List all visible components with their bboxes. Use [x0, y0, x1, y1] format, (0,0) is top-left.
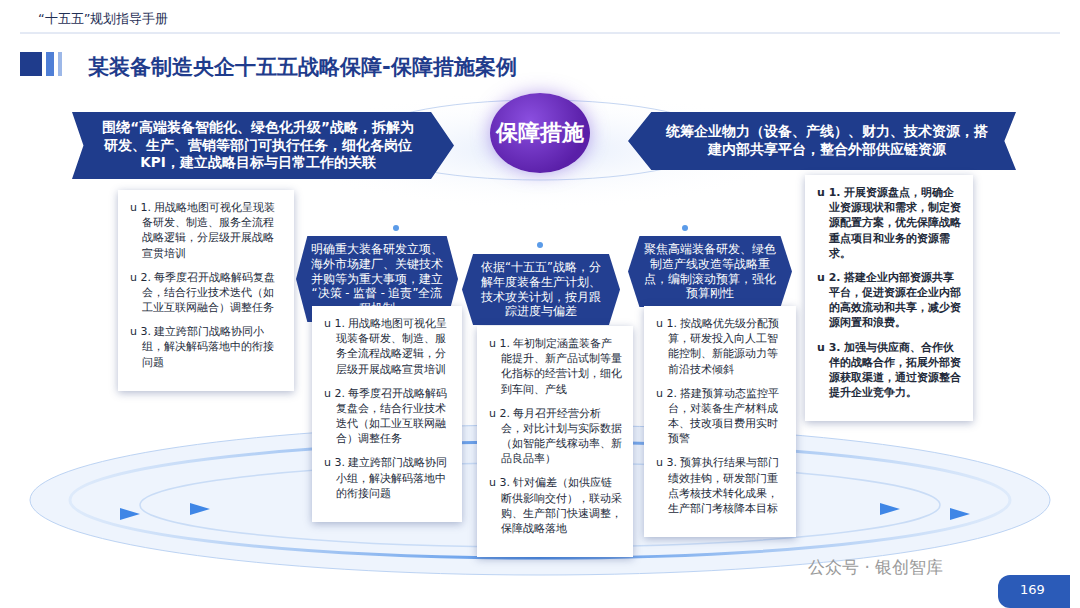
measure-card: u 1. 用战略地图可视化呈现装备研发、制造、服务全流程战略逻辑，分层级开展战略… — [312, 306, 462, 522]
bullet-item: u 1. 年初制定涵盖装备产能提升、新产品试制等量化指标的经营计划，细化到车间、… — [489, 336, 623, 397]
ring-arrow — [880, 503, 900, 515]
center-ellipse: 保障措施 — [490, 93, 590, 173]
bullet-item: u 2. 每季度召开战略解码复盘会，结合行业技术迭代（如工业互联网融合）调整任务 — [324, 386, 452, 447]
bullet-item: u 1. 按战略优先级分配预算，研发投入向人工智能控制、新能源动力等前沿技术倾斜 — [656, 316, 786, 377]
page-tab — [998, 575, 1070, 608]
bullet-item: u 3. 建立跨部门战略协同小组，解决解码落地中的衔接问题 — [130, 324, 284, 370]
node-text: 依据“十五五”战略，分解年度装备生产计划、技术攻关计划，按月跟踪进度与偏差 — [476, 260, 606, 319]
node-text: 明确重大装备研发立项、海外市场建厂、关键技术并购等为重大事项，建立“决策 - 监… — [310, 242, 444, 316]
node-text: 保障措施 — [496, 118, 584, 148]
header-text: “十五五”规划指导手册 — [38, 10, 168, 28]
page-title: 某装备制造央企十五五战略保障-保障措施案例 — [88, 53, 517, 81]
bullet-item: u 3. 建立跨部门战略协同小组，解决解码落地中的衔接问题 — [324, 455, 452, 501]
title-mark — [58, 52, 62, 76]
title-mark — [20, 52, 42, 76]
bullet-item: u 1. 用战略地图可视化呈现装备研发、制造、服务全流程战略逻辑，分层级开展战略… — [324, 316, 452, 377]
bullet-item: u 3. 加强与供应商、合作伙伴的战略合作，拓展外部资源获取渠道，通过资源整合提… — [817, 340, 963, 401]
bullet-item: u 3. 针对偏差（如供应链断供影响交付），联动采购、生产部门快速调整，保障战略… — [489, 475, 623, 536]
strategy-banner: 统筹企业物力（设备、产线）、财力、技术资源，搭建内部共享平台，整合外部供应链资源 — [628, 112, 1016, 170]
title-mark — [46, 52, 54, 76]
bullet-item: u 1. 开展资源盘点，明确企业资源现状和需求，制定资源配置方案，优先保障战略重… — [817, 185, 963, 261]
dot — [682, 225, 688, 231]
dot — [393, 225, 399, 231]
page-number: 169 — [1020, 582, 1045, 597]
header-rule — [20, 33, 1060, 34]
ring-arrow — [190, 503, 210, 515]
bullet-item: u 1. 用战略地图可视化呈现装备研发、制造、服务全流程战略逻辑，分层级开展战略… — [130, 200, 284, 261]
node-text: 统筹企业物力（设备、产线）、财力、技术资源，搭建内部共享平台，整合外部供应链资源 — [662, 123, 992, 158]
strategy-banner: 围绕“高端装备智能化、绿色化升级”战略，拆解为研发、生产、营销等部门可执行任务，… — [72, 112, 454, 179]
node-text: 聚焦高端装备研发、绿色制造产线改造等战略重点，编制滚动预算，强化预算刚性 — [642, 242, 778, 301]
measure-card: u 1. 年初制定涵盖装备产能提升、新产品试制等量化指标的经营计划，细化到车间、… — [477, 326, 633, 557]
bullet-item: u 3. 预算执行结果与部门绩效挂钩，研发部门重点考核技术转化成果，生产部门考核… — [656, 455, 786, 516]
measure-card: u 1. 用战略地图可视化呈现装备研发、制造、服务全流程战略逻辑，分层级开展战略… — [118, 190, 294, 391]
measure-header: 聚焦高端装备研发、绿色制造产线改造等战略重点，编制滚动预算，强化预算刚性 — [628, 236, 792, 307]
bullet-item: u 2. 搭建企业内部资源共享平台，促进资源在企业内部的高效流动和共享，减少资源… — [817, 270, 963, 331]
watermark: 公众号 · 银创智库 — [808, 556, 943, 579]
ring-arrow — [120, 508, 140, 520]
measure-header: 依据“十五五”战略，分解年度装备生产计划、技术攻关计划，按月跟踪进度与偏差 — [462, 254, 620, 325]
bullet-item: u 2. 每月召开经营分析会，对比计划与实际数据（如智能产线稼动率、新品良品率） — [489, 406, 623, 467]
measure-card: u 1. 按战略优先级分配预算，研发投入向人工智能控制、新能源动力等前沿技术倾斜… — [644, 306, 796, 537]
ring-arrow — [950, 508, 970, 520]
measure-card: u 1. 开展资源盘点，明确企业资源现状和需求，制定资源配置方案，优先保障战略重… — [805, 175, 973, 421]
node-text: 围绕“高端装备智能化、绿色化升级”战略，拆解为研发、生产、营销等部门可执行任务，… — [96, 119, 420, 172]
bullet-item: u 2. 每季度召开战略解码复盘会，结合行业技术迭代（如工业互联网融合）调整任务 — [130, 270, 284, 316]
bullet-item: u 2. 搭建预算动态监控平台，对装备生产材料成本、技改项目费用实时预警 — [656, 386, 786, 447]
dot — [537, 242, 543, 248]
